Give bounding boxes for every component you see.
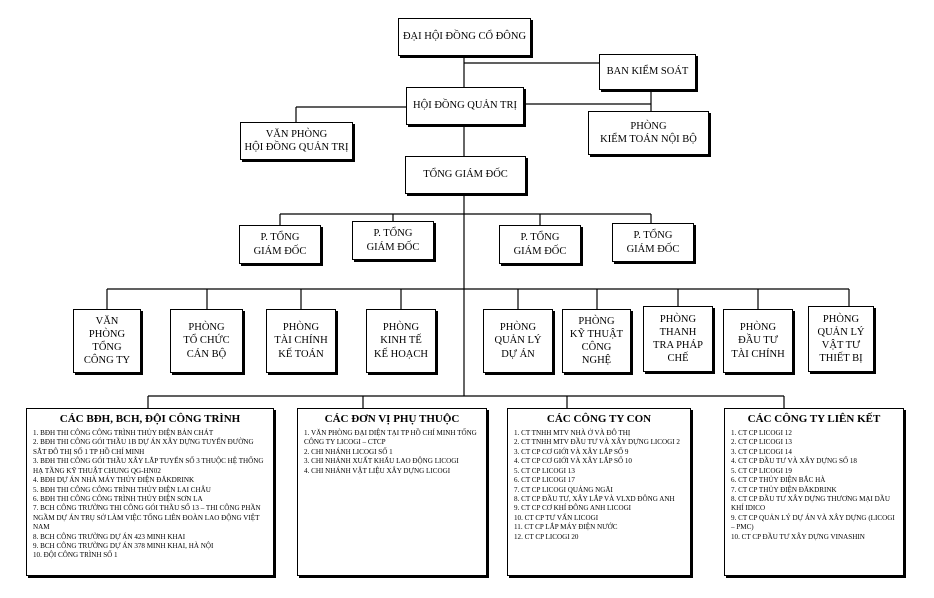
group-title: CÁC BĐH, BCH, ĐỘI CÔNG TRÌNH bbox=[59, 413, 241, 425]
list-item: 6. BĐH THI CÔNG CÔNG TRÌNH THỦY ĐIỆN SƠN… bbox=[33, 494, 203, 503]
dept-project-management: PHÒNG QUẢN LÝ DỰ ÁN bbox=[483, 309, 553, 373]
list-item: 2. CT TNHH MTV ĐẦU TƯ VÀ XÂY DỰNG LICOGI… bbox=[514, 438, 680, 447]
board-office-box: VĂN PHÒNG HỘI ĐỒNG QUẢN TRỊ bbox=[240, 122, 353, 160]
group-list: 1. CT CP LICOGI 12 2. CT CP LICOGI 13 3.… bbox=[731, 429, 897, 542]
list-item: 2. CT CP LICOGI 13 bbox=[731, 438, 792, 447]
list-item: 7. CT CP LICOGI QUẢNG NGÃI bbox=[514, 485, 613, 494]
board-of-directors-box: HỘI ĐỒNG QUẢN TRỊ bbox=[406, 87, 524, 125]
list-item: 1. BĐH THI CÔNG CÔNG TRÌNH THỦY ĐIỆN BẢN… bbox=[33, 429, 214, 437]
list-item: 5. CT CP LICOGI 13 bbox=[514, 466, 575, 475]
supervisory-board-box: BAN KIỂM SOÁT bbox=[599, 54, 696, 90]
group-title: CÁC CÔNG TY LIÊN KẾT bbox=[747, 413, 881, 425]
dept-finance-accounting: PHÒNG TÀI CHÍNH KẾ TOÁN bbox=[266, 309, 336, 373]
list-item: 5. BĐH THI CÔNG CÔNG TRÌNH THỦY ĐIỆN LAI… bbox=[33, 485, 211, 494]
list-item: 7. BCH CÔNG TRƯỜNG THI CÔNG GÓI THẦU SỐ … bbox=[33, 504, 261, 532]
general-director-box: TỔNG GIÁM ĐỐC bbox=[405, 156, 526, 194]
list-item: 10. CT CP TƯ VẤN LICOGI bbox=[514, 513, 599, 522]
list-item: 9. CT CP CƠ KHÍ ĐÔNG ANH LICOGI bbox=[514, 504, 632, 513]
dept-corporate-office: VĂN PHÒNG TỔNG CÔNG TY bbox=[73, 309, 141, 373]
list-item: 1. VĂN PHÒNG ĐẠI DIỆN TẠI TP HỒ CHÍ MINH… bbox=[304, 429, 477, 447]
dept-inspection-legal: PHÒNG THANH TRA PHÁP CHẾ bbox=[643, 306, 713, 372]
group-title: CÁC CÔNG TY CON bbox=[546, 413, 652, 425]
dept-financial-investment: PHÒNG ĐẦU TƯ TÀI CHÍNH bbox=[723, 309, 793, 373]
group-title: CÁC ĐƠN VỊ PHỤ THUỘC bbox=[324, 413, 460, 425]
list-item: 9. BCH CÔNG TRƯỜNG DỰ ÁN 378 MINH KHAI, … bbox=[33, 542, 214, 551]
group-list: 1. CT TNHH MTV NHÀ Ở VÀ ĐÔ THỊ 2. CT TNH… bbox=[514, 429, 684, 542]
group-list: 1. BĐH THI CÔNG CÔNG TRÌNH THỦY ĐIỆN BẢN… bbox=[33, 429, 267, 561]
list-item: 6. CT CP THỦY ĐIỆN BẮC HÀ bbox=[731, 476, 826, 485]
deputy-director-box-3: P. TỔNG GIÁM ĐỐC bbox=[499, 225, 581, 264]
dept-technology: PHÒNG KỸ THUẬT CÔNG NGHỆ bbox=[562, 309, 631, 373]
group-dependent-units: CÁC ĐƠN VỊ PHỤ THUỘC 1. VĂN PHÒNG ĐẠI DI… bbox=[297, 408, 487, 576]
group-list: 1. VĂN PHÒNG ĐẠI DIỆN TẠI TP HỒ CHÍ MINH… bbox=[304, 429, 480, 476]
list-item: 9. CT CP QUẢN LÝ DỰ ÁN VÀ XÂY DỰNG (LICO… bbox=[731, 513, 895, 532]
internal-audit-box: PHÒNG KIỂM TOÁN NỘI BỘ bbox=[588, 111, 709, 155]
list-item: 8. BCH CÔNG TRƯỜNG DỰ ÁN 423 MINH KHAI bbox=[33, 532, 186, 541]
list-item: 2. CHI NHÁNH LICOGI SỐ 1 bbox=[304, 447, 393, 456]
list-item: 10. ĐỘI CÔNG TRÌNH SỐ 1 bbox=[33, 551, 118, 560]
list-item: 3. BĐH THI CÔNG GÓI THẦU XÂY LẮP TUYẾN S… bbox=[33, 457, 264, 475]
list-item: 4. CT CP CƠ GIỚI VÀ XÂY LẮP SỐ 10 bbox=[514, 457, 632, 466]
list-item: 10. CT CP ĐẦU TƯ XÂY DỰNG VINASHIN bbox=[731, 532, 865, 541]
list-item: 4. BĐH DỰ ÁN NHÀ MÁY THỦY ĐIỆN ĐĂKDRINK bbox=[33, 476, 195, 485]
list-item: 8. CT CP ĐẦU TƯ XÂY DỰNG THƯƠNG MẠI DẦU … bbox=[731, 494, 891, 513]
list-item: 11. CT CP LẮP MÁY ĐIỆN NƯỚC bbox=[514, 523, 618, 532]
list-item: 3. CHI NHÁNH XUẤT KHẨU LAO ĐỘNG LICOGI bbox=[304, 457, 459, 466]
list-item: 12. CT CP LICOGI 20 bbox=[514, 532, 579, 541]
list-item: 2. BĐH THI CÔNG GÓI THẦU 1B DỰ ÁN XÂY DỰ… bbox=[33, 438, 254, 456]
list-item: 4. CHI NHÁNH VẬT LIỆU XÂY DỰNG LICOGI bbox=[304, 466, 451, 475]
deputy-director-box-2: P. TỔNG GIÁM ĐỐC bbox=[352, 221, 434, 260]
list-item: 1. CT CP LICOGI 12 bbox=[731, 429, 792, 437]
list-item: 1. CT TNHH MTV NHÀ Ở VÀ ĐÔ THỊ bbox=[514, 429, 631, 437]
deputy-director-box-4: P. TỔNG GIÁM ĐỐC bbox=[612, 223, 694, 262]
dept-economic-planning: PHÒNG KINH TẾ KẾ HOẠCH bbox=[366, 309, 436, 373]
list-item: 3. CT CP LICOGI 14 bbox=[731, 447, 792, 456]
group-construction-boards: CÁC BĐH, BCH, ĐỘI CÔNG TRÌNH 1. BĐH THI … bbox=[26, 408, 274, 576]
dept-personnel: PHÒNG TỔ CHỨC CÁN BỘ bbox=[170, 309, 243, 373]
shareholders-meeting-box: ĐẠI HỘI ĐỒNG CỔ ĐÔNG bbox=[398, 18, 531, 56]
list-item: 8. CT CP ĐẦU TƯ, XÂY LẮP VÀ VLXD ĐÔNG AN… bbox=[514, 494, 675, 503]
list-item: 7. CT CP THỦY ĐIỆN ĐĂKDRINK bbox=[731, 485, 837, 494]
list-item: 4. CT CP ĐẦU TƯ VÀ XÂY DỰNG SỐ 18 bbox=[731, 457, 857, 466]
dept-materials-equipment: PHÒNG QUẢN LÝ VẬT TƯ THIẾT BỊ bbox=[808, 306, 874, 372]
list-item: 6. CT CP LICOGI 17 bbox=[514, 476, 575, 485]
group-affiliates: CÁC CÔNG TY LIÊN KẾT 1. CT CP LICOGI 12 … bbox=[724, 408, 904, 576]
deputy-director-box-1: P. TỔNG GIÁM ĐỐC bbox=[239, 225, 321, 264]
list-item: 5. CT CP LICOGI 19 bbox=[731, 466, 792, 475]
list-item: 3. CT CP CƠ GIỚI VÀ XÂY LẮP SỐ 9 bbox=[514, 447, 629, 456]
group-subsidiaries: CÁC CÔNG TY CON 1. CT TNHH MTV NHÀ Ở VÀ … bbox=[507, 408, 691, 576]
